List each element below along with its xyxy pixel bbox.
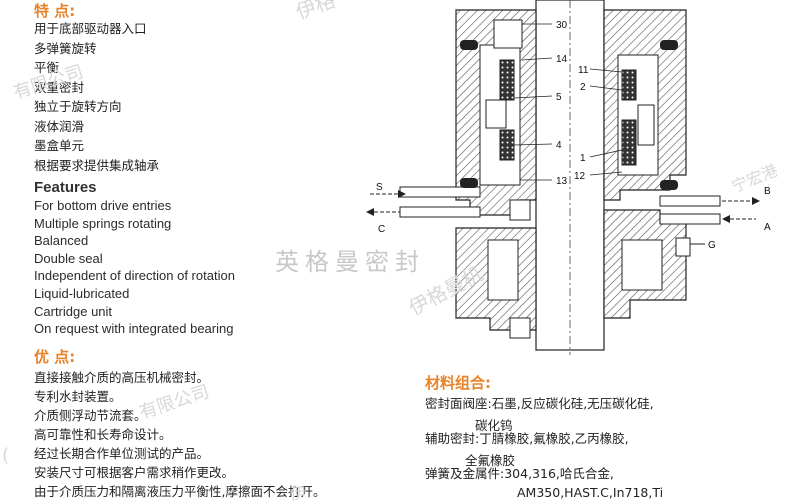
advantage-item: 介质侧浮动节流套。 <box>34 408 147 423</box>
advantage-item: 经过长期合作单位测试的产品。 <box>34 446 210 461</box>
watermark: 伊格 <box>292 0 339 25</box>
feature-en-item: Multiple springs rotating <box>34 215 172 231</box>
materials-row-faces: 密封面阀座:石墨,反应碳化硅,无压碳化硅, 碳化钨 <box>425 393 654 434</box>
callout-label: 13 <box>556 176 568 187</box>
advantages-title: 优 点: <box>34 348 76 366</box>
feature-cn-item: 平衡 <box>34 60 60 75</box>
port-label: G <box>708 240 716 251</box>
feature-en-item: Balanced <box>34 233 89 249</box>
port-label: S <box>376 182 383 193</box>
callout-label: 30 <box>556 20 568 31</box>
materials-cont: 全氟橡胶 <box>465 453 516 468</box>
features-en-title: Features <box>34 179 97 196</box>
feature-en-item: On request with integrated bearing <box>34 321 234 337</box>
feature-en-item: For bottom drive entries <box>34 198 172 213</box>
materials-value: 石墨,反应碳化硅,无压碳化硅, <box>491 396 654 411</box>
feature-en-item: Liquid-lubricated <box>34 285 130 301</box>
callout-label: 11 <box>578 65 589 76</box>
callout-label: 4 <box>556 140 562 151</box>
advantage-item: 专利水封装置。 <box>34 389 122 404</box>
features-cn-list: 用于底部驱动器入口多弹簧旋转平衡双重密封独立于旋转方向液体润滑墨盒单元根据要求提… <box>34 19 159 175</box>
materials-title: 材料组合: <box>425 374 491 392</box>
materials-value: 304,316,哈氏合金, <box>504 466 614 481</box>
feature-cn-item: 根据要求提供集成轴承 <box>34 157 160 173</box>
materials-row-spring: 弹簧及金属件:304,316,哈氏合金, AM350,HAST.C,In718,… <box>425 463 663 500</box>
callout-label: 12 <box>574 171 586 182</box>
feature-cn-item: 液体润滑 <box>34 118 85 134</box>
advantage-item: 由于介质压力和隔离液压力平衡性,摩擦面不会打开。 <box>34 484 326 499</box>
port-label: C <box>378 224 385 235</box>
feature-en-item: Cartridge unit <box>34 303 113 319</box>
materials-value: 丁腈橡胶,氟橡胶,乙丙橡胶, <box>479 431 629 446</box>
port-label: A <box>764 222 771 233</box>
feature-cn-item: 独立于旋转方向 <box>34 99 122 114</box>
materials-label: 辅助密封: <box>425 431 480 446</box>
callout-label: 5 <box>556 92 562 103</box>
watermark: ( <box>2 445 10 466</box>
feature-en-item: Double seal <box>34 250 103 266</box>
feature-cn-item: 用于底部驱动器入口 <box>34 21 147 36</box>
features-cn-title: 特 点: <box>34 2 76 20</box>
port-label: B <box>764 186 771 197</box>
feature-cn-item: 多弹簧旋转 <box>34 40 97 56</box>
materials-cont: AM350,HAST.C,In718,Ti <box>517 485 664 500</box>
feature-cn-item: 双重密封 <box>34 79 85 95</box>
materials-cont: 碳化钨 <box>475 418 513 433</box>
advantage-item: 高可靠性和长寿命设计。 <box>34 427 172 442</box>
advantage-item: 直接接触介质的高压机械密封。 <box>34 370 210 385</box>
feature-en-item: Independent of direction of rotation <box>34 268 235 284</box>
materials-label: 密封面阀座: <box>425 396 492 411</box>
seal-cross-section-drawing: 30 14 5 4 13 11 2 1 12 S C B A G <box>366 0 771 355</box>
callout-label: 2 <box>580 82 586 93</box>
callout-label: 1 <box>580 153 586 164</box>
advantage-item: 安装尺寸可根据客户需求稍作更改。 <box>34 465 235 480</box>
feature-cn-item: 墨盒单元 <box>34 138 85 153</box>
materials-row-aux: 辅助密封:丁腈橡胶,氟橡胶,乙丙橡胶, 全氟橡胶 <box>425 428 629 469</box>
advantages-list: 直接接触介质的高压机械密封。专利水封装置。介质侧浮动节流套。高可靠性和长寿命设计… <box>34 368 325 501</box>
materials-label: 弹簧及金属件: <box>425 466 505 481</box>
callout-label: 14 <box>556 54 568 65</box>
